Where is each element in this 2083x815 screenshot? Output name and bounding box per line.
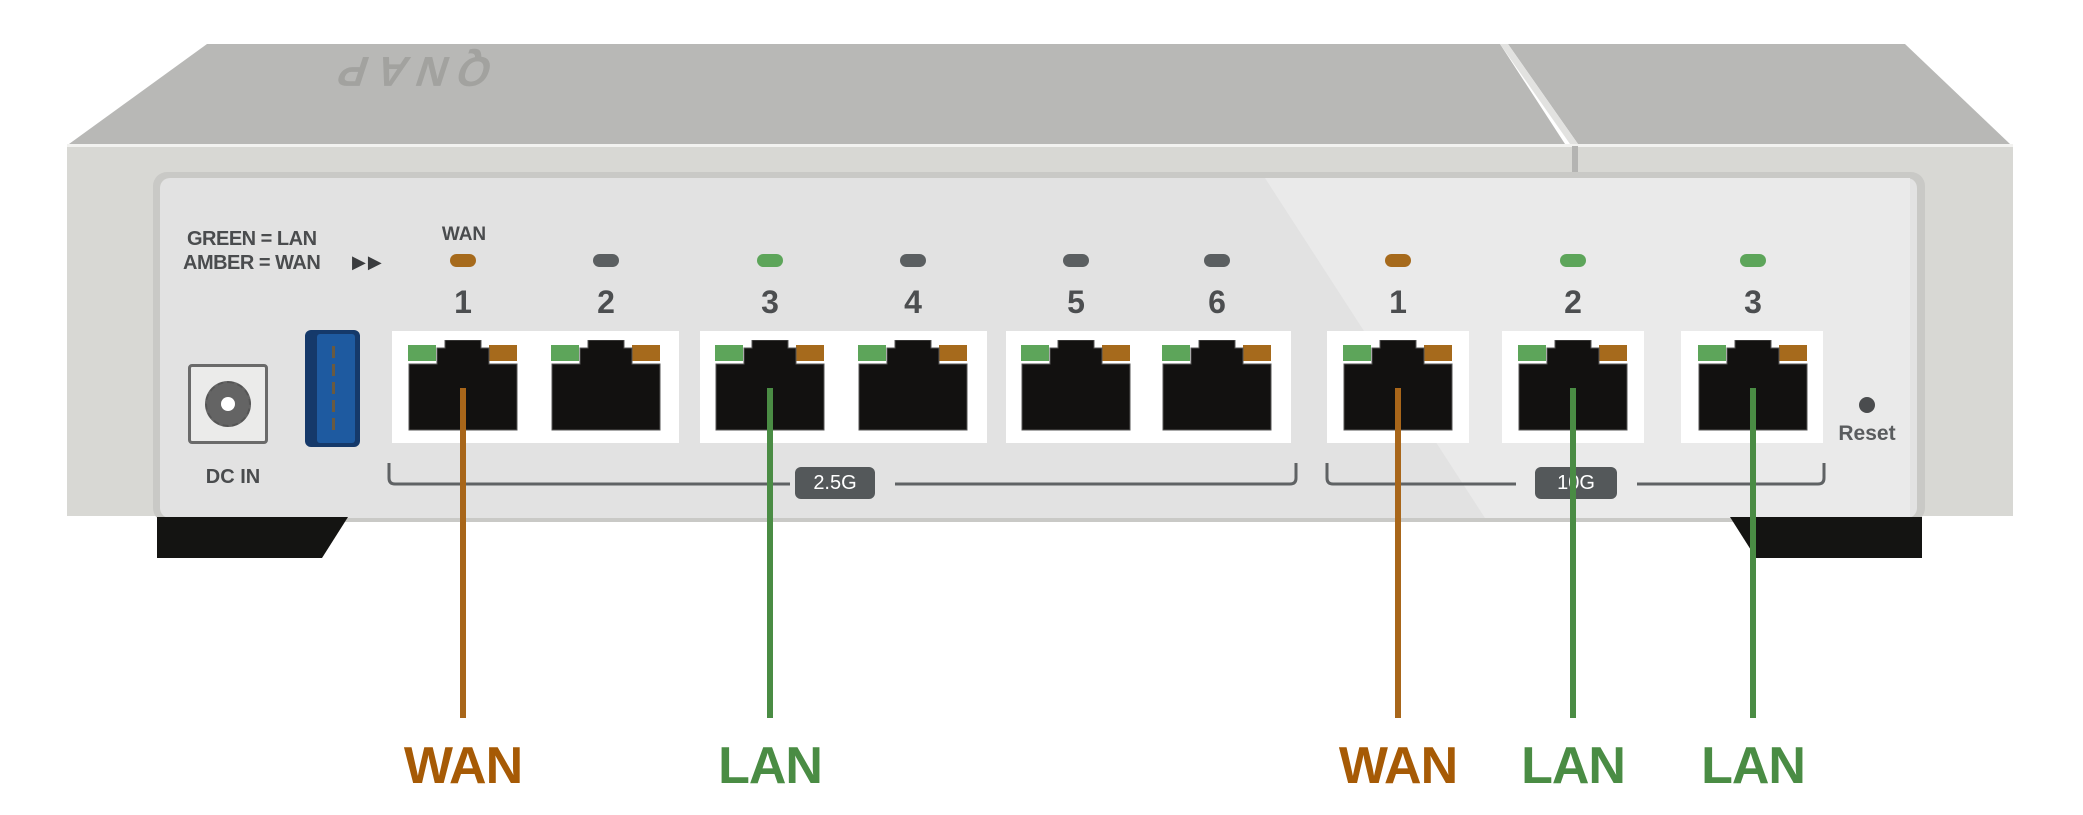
left-foot <box>157 517 348 558</box>
port-number-10g-3: 3 <box>1744 284 1762 320</box>
rj45-port-10g-2[interactable] <box>1513 340 1633 440</box>
port-number-10g-2: 2 <box>1564 284 1582 320</box>
status-led-10g-port-3 <box>1740 254 1766 267</box>
port-link-led-green <box>1021 345 1049 361</box>
callout-label-wan: WAN <box>1338 737 1458 795</box>
lid-seam <box>1500 44 1578 144</box>
port-number-2.5g-6: 6 <box>1208 284 1226 320</box>
legend-amber-wan: AMBER = WAN <box>183 252 321 274</box>
rj45-jack-icon <box>1162 340 1272 431</box>
port-link-led-amber <box>1599 345 1627 361</box>
badge-10g: 10G <box>1535 467 1617 499</box>
port-link-led-green <box>408 345 436 361</box>
rj45-jack-icon <box>1518 340 1628 431</box>
port-link-led-amber <box>1243 345 1271 361</box>
rj45-port-2.5g-4[interactable] <box>853 340 973 440</box>
port-link-led-amber <box>1102 345 1130 361</box>
usb-port-icon <box>305 330 360 447</box>
port-link-led-amber <box>489 345 517 361</box>
rj45-jack-icon <box>408 340 518 431</box>
chassis-top-lid <box>69 44 1565 144</box>
status-led-2.5g-port-4 <box>900 254 926 267</box>
dc-in-port <box>188 364 268 444</box>
status-led-2.5g-port-6 <box>1204 254 1230 267</box>
rj45-port-10g-3[interactable] <box>1693 340 1813 440</box>
rj45-jack-icon <box>1021 340 1131 431</box>
callout-label-wan: WAN <box>403 737 523 795</box>
rj45-jack-icon <box>1698 340 1808 431</box>
status-led-2.5g-port-1 <box>450 254 476 267</box>
rj45-port-2.5g-5[interactable] <box>1016 340 1136 440</box>
rj45-port-10g-1[interactable] <box>1338 340 1458 440</box>
port-number-10g-1: 1 <box>1389 284 1407 320</box>
callout-line-0 <box>460 388 466 718</box>
port-number-2.5g-2: 2 <box>597 284 615 320</box>
status-led-2.5g-port-2 <box>593 254 619 267</box>
callout-line-4 <box>1750 388 1756 718</box>
port-number-2.5g-3: 3 <box>761 284 779 320</box>
port-number-2.5g-4: 4 <box>904 284 922 320</box>
status-led-2.5g-port-3 <box>757 254 783 267</box>
reset-button[interactable] <box>1859 397 1875 413</box>
rj45-port-2.5g-3[interactable] <box>710 340 830 440</box>
rj45-port-2.5g-2[interactable] <box>546 340 666 440</box>
bracket-2.5g <box>387 463 1298 486</box>
legend-green-lan: GREEN = LAN <box>187 228 317 250</box>
port-link-led-green <box>1518 345 1546 361</box>
rj45-port-2.5g-6[interactable] <box>1157 340 1277 440</box>
rj45-jack-icon <box>858 340 968 431</box>
port-link-led-amber <box>796 345 824 361</box>
dc-in-connector-icon <box>205 381 251 427</box>
status-led-2.5g-port-5 <box>1063 254 1089 267</box>
port-link-led-green <box>715 345 743 361</box>
port-link-led-amber <box>1779 345 1807 361</box>
callout-line-3 <box>1570 388 1576 718</box>
rj45-jack-icon <box>1343 340 1453 431</box>
port-number-2.5g-1: 1 <box>454 284 472 320</box>
chassis-top-lid-right <box>1508 44 2010 144</box>
badge-2.5g: 2.5G <box>795 467 875 499</box>
right-foot <box>1730 517 1922 558</box>
port-link-led-amber <box>1424 345 1452 361</box>
status-led-10g-port-1 <box>1385 254 1411 267</box>
port-link-led-green <box>1162 345 1190 361</box>
port-link-led-green <box>551 345 579 361</box>
reset-label: Reset <box>1838 422 1896 445</box>
rj45-jack-icon <box>715 340 825 431</box>
rj45-port-2.5g-1[interactable] <box>403 340 523 440</box>
callout-label-lan: LAN <box>1521 737 1626 795</box>
port-link-led-green <box>858 345 886 361</box>
callout-label-lan: LAN <box>1701 737 1806 795</box>
bracket-10g <box>1325 463 1826 486</box>
status-led-10g-port-2 <box>1560 254 1586 267</box>
port-number-2.5g-5: 5 <box>1067 284 1085 320</box>
rj45-jack-icon <box>551 340 661 431</box>
port-link-led-amber <box>632 345 660 361</box>
legend-arrows-icon: ▶▶ <box>352 252 384 272</box>
callout-line-2 <box>1395 388 1401 718</box>
port-link-led-green <box>1698 345 1726 361</box>
callout-line-1 <box>767 388 773 718</box>
wan-indicator-label: WAN <box>441 224 487 245</box>
callout-label-lan: LAN <box>718 737 823 795</box>
dc-in-label: DC IN <box>205 466 261 488</box>
port-link-led-amber <box>939 345 967 361</box>
port-link-led-green <box>1343 345 1371 361</box>
